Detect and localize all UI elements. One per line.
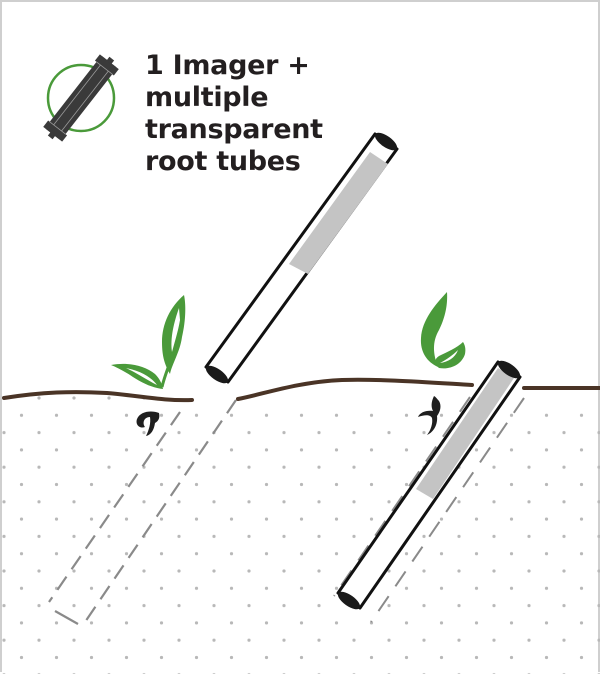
root-right-icon [418, 396, 441, 435]
imager-icon [43, 54, 119, 142]
ghost-tube-outline [48, 399, 237, 625]
root-left-icon [136, 411, 160, 436]
soil-surface-line [2, 377, 600, 403]
seedling-left-icon [111, 295, 186, 389]
caption-text: 1 Imager + multiple transparent root tub… [145, 50, 323, 178]
inserted-tube[interactable] [333, 358, 525, 623]
caption-line-3: transparent [145, 114, 323, 145]
caption-line-4: root tubes [145, 146, 301, 177]
caption-line-1: 1 Imager + [145, 50, 310, 81]
caption-line-2: multiple [145, 82, 269, 113]
seedling-right-icon [420, 292, 466, 369]
raised-tube[interactable] [203, 130, 400, 387]
soil-area [2, 392, 600, 674]
